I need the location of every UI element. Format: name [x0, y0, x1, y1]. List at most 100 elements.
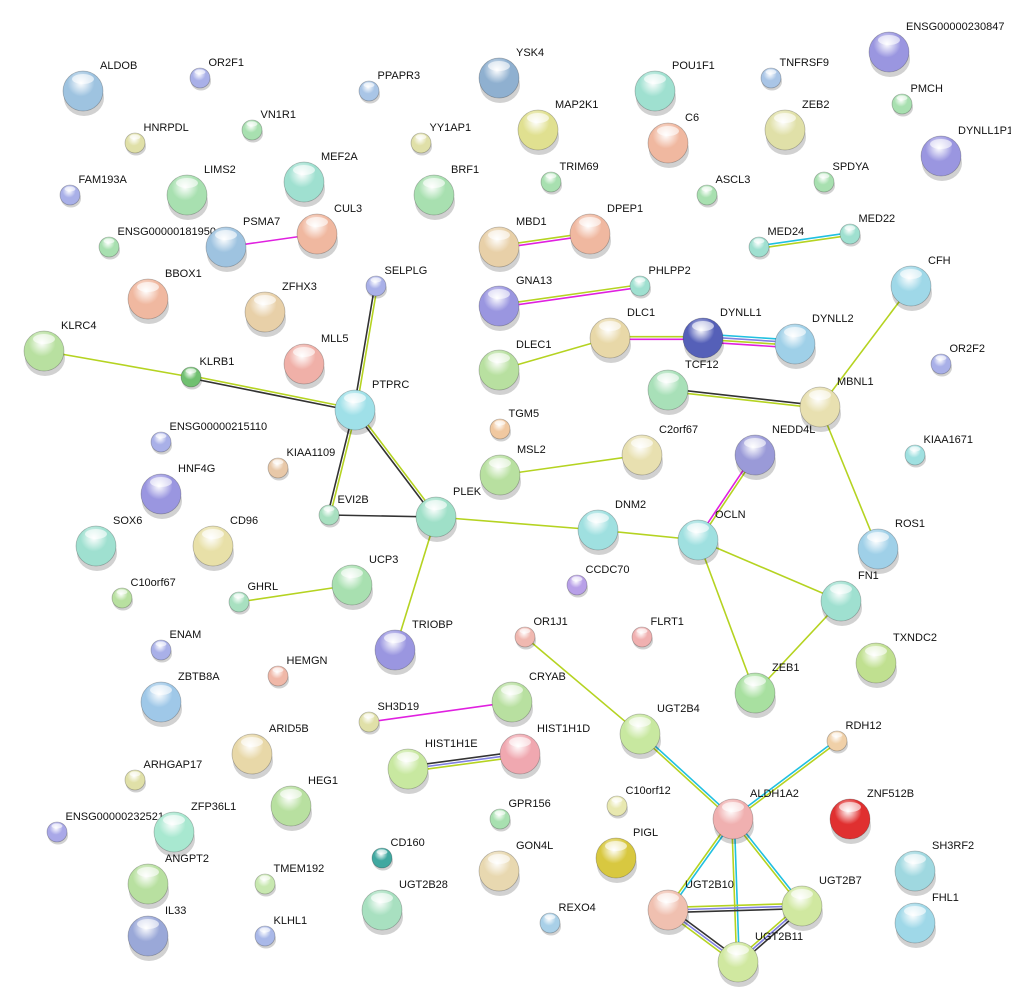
node-sh3rf2[interactable]: SH3RF2: [894, 840, 974, 896]
node-nedd4l[interactable]: NEDD4L: [734, 424, 815, 480]
node-dnm2[interactable]: DNM2: [577, 499, 646, 555]
node-label[interactable]: TGM5: [509, 408, 540, 420]
node-label[interactable]: LIMS2: [204, 164, 236, 176]
node-ugt2b4[interactable]: UGT2B4: [619, 703, 700, 759]
node-label[interactable]: DYNLL2: [812, 313, 854, 325]
node-label[interactable]: C10orf12: [626, 785, 671, 797]
node-label[interactable]: PTPRC: [372, 379, 409, 391]
node-label[interactable]: PHLPP2: [649, 265, 691, 277]
node-triobp[interactable]: TRIOBP: [374, 619, 453, 675]
node-label[interactable]: MSL2: [517, 444, 546, 456]
node-evi2b[interactable]: EVI2B: [318, 494, 369, 528]
node-label[interactable]: HNRPDL: [144, 122, 189, 134]
node-dynll2[interactable]: DYNLL2: [774, 313, 854, 369]
node-label[interactable]: DYNLL1P1: [958, 125, 1011, 137]
node-ugt2b10[interactable]: UGT2B10: [647, 879, 734, 935]
node-label[interactable]: GHRL: [248, 581, 279, 593]
node-kiaa1109[interactable]: KIAA1109: [267, 447, 335, 481]
node-phlpp2[interactable]: PHLPP2: [629, 265, 691, 299]
node-label[interactable]: ENAM: [170, 629, 202, 641]
node-label[interactable]: CUL3: [334, 203, 362, 215]
node-fam193a[interactable]: FAM193A: [59, 174, 127, 208]
node-angpt2[interactable]: ANGPT2: [127, 853, 209, 909]
edge-fn1-zeb1[interactable]: [754, 600, 842, 694]
node-label[interactable]: OR2F2: [950, 343, 985, 355]
node-label[interactable]: C10orf67: [131, 577, 176, 589]
node-selplg[interactable]: SELPLG: [365, 265, 427, 299]
node-label[interactable]: HIST1H1E: [425, 738, 478, 750]
node-label[interactable]: ENSG00000181950: [118, 226, 216, 238]
node-brf1[interactable]: BRF1: [413, 164, 479, 220]
edge-ugt2b4-aldh1a2[interactable]: [638, 732, 735, 821]
node-label[interactable]: SH3D19: [378, 701, 420, 713]
node-zfp36l1[interactable]: ZFP36L1: [153, 801, 236, 857]
node-yy1ap1[interactable]: YY1AP1: [410, 122, 472, 156]
edge-or1j1-ugt2b4[interactable]: [524, 636, 641, 735]
edge-selplg-ptprc[interactable]: [352, 285, 379, 411]
node-label[interactable]: YY1AP1: [430, 122, 472, 134]
edge-ptprc-plek[interactable]: [353, 408, 438, 519]
node-label[interactable]: ARID5B: [269, 723, 309, 735]
node-label[interactable]: CD96: [230, 515, 258, 527]
node-label[interactable]: TXNDC2: [893, 632, 937, 644]
node-label[interactable]: GNA13: [516, 275, 552, 287]
node-label[interactable]: CD160: [391, 837, 425, 849]
node-tmem192[interactable]: TMEM192: [254, 863, 324, 897]
node-arid5b[interactable]: ARID5B: [231, 723, 309, 779]
node-label[interactable]: DLC1: [627, 307, 655, 319]
node-label[interactable]: C6: [685, 112, 699, 124]
node-label[interactable]: RDH12: [846, 720, 882, 732]
node-sox6[interactable]: SOX6: [75, 515, 142, 571]
node-fn1[interactable]: FN1: [820, 570, 879, 626]
edge-klrb1-ptprc[interactable]: [190, 374, 356, 413]
node-c2orf67[interactable]: C2orf67: [621, 424, 698, 480]
node-label[interactable]: ZBTB8A: [178, 671, 220, 683]
node-label[interactable]: ZEB2: [802, 99, 830, 111]
node-ocln[interactable]: OCLN: [677, 509, 746, 565]
node-zeb2[interactable]: ZEB2: [764, 99, 830, 155]
node-ucp3[interactable]: UCP3: [331, 554, 398, 610]
node-ghrl[interactable]: GHRL: [228, 581, 279, 615]
node-label[interactable]: CRYAB: [529, 671, 566, 683]
node-arhgap17[interactable]: ARHGAP17: [124, 759, 202, 793]
edge-plek-triobp[interactable]: [394, 516, 437, 651]
node-plek[interactable]: PLEK: [415, 486, 482, 542]
node-label[interactable]: DYNLL1: [720, 307, 762, 319]
node-cd96[interactable]: CD96: [192, 515, 258, 571]
node-label[interactable]: ASCL3: [716, 174, 751, 186]
node-label[interactable]: FHL1: [932, 892, 959, 904]
node-c10orf12[interactable]: C10orf12: [606, 785, 671, 819]
edge-tcf12-mbnl1[interactable]: [667, 387, 821, 410]
edge-aldh1a2-ugt2b11[interactable]: [730, 818, 741, 963]
node-cul3[interactable]: CUL3: [296, 203, 362, 259]
node-label[interactable]: POU1F1: [672, 60, 715, 72]
node-label[interactable]: HIST1H1D: [537, 723, 590, 735]
edge-klrc4-klrb1[interactable]: [43, 350, 192, 378]
node-label[interactable]: KLHL1: [274, 915, 308, 927]
node-label[interactable]: UGT2B10: [685, 879, 734, 891]
node-msl2[interactable]: MSL2: [479, 444, 546, 500]
node-ppapr3[interactable]: PPAPR3: [358, 70, 420, 104]
node-label[interactable]: ZFP36L1: [191, 801, 236, 813]
edge-plek-dnm2[interactable]: [435, 516, 599, 531]
node-spdya[interactable]: SPDYA: [813, 161, 870, 195]
node-label[interactable]: REXO4: [559, 902, 596, 914]
node-label[interactable]: IL33: [165, 905, 186, 917]
node-label[interactable]: CCDC70: [586, 564, 630, 576]
node-pou1f1[interactable]: POU1F1: [634, 60, 715, 116]
node-c6[interactable]: C6: [647, 112, 699, 168]
node-label[interactable]: ALDH1A2: [750, 788, 799, 800]
node-label[interactable]: UGT2B28: [399, 879, 448, 891]
node-ysk4[interactable]: YSK4: [478, 47, 544, 103]
node-ugt2b11[interactable]: UGT2B11: [717, 931, 803, 987]
node-hnf4g[interactable]: HNF4G: [140, 463, 215, 519]
node-label[interactable]: VN1R1: [261, 109, 296, 121]
node-label[interactable]: MEF2A: [321, 151, 358, 163]
node-label[interactable]: ENSG00000215110: [170, 421, 268, 433]
node-aldob[interactable]: ALDOB: [62, 60, 137, 116]
node-label[interactable]: MED22: [859, 213, 896, 225]
node-label[interactable]: OR1J1: [534, 616, 568, 628]
node-trim69[interactable]: TRIM69: [540, 161, 599, 195]
node-mll5[interactable]: MLL5: [283, 333, 349, 389]
node-label[interactable]: UGT2B11: [755, 931, 803, 943]
